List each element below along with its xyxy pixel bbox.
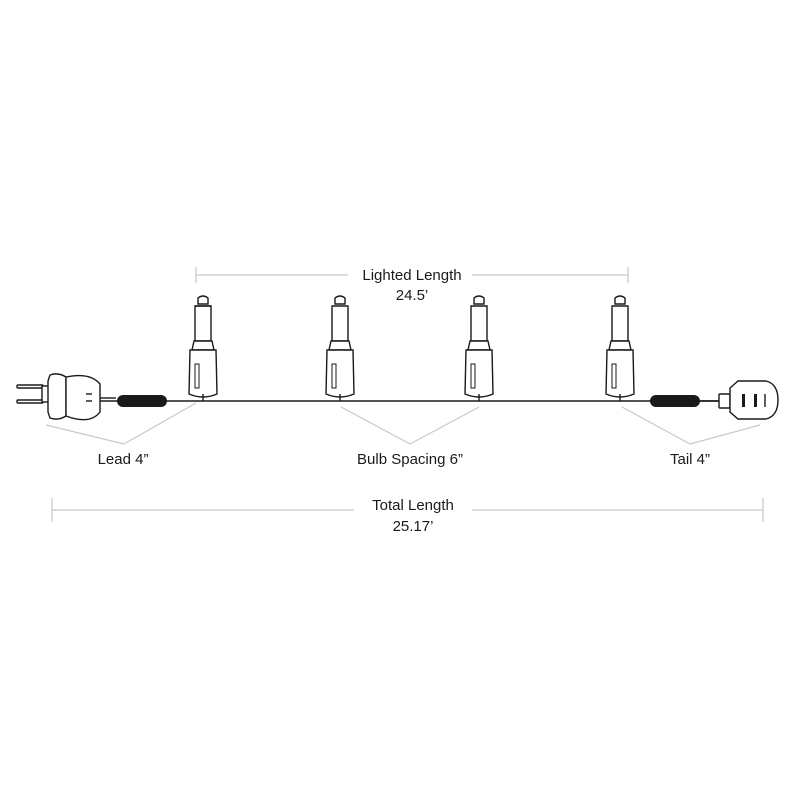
total-length-dimension xyxy=(51,498,764,522)
bulb-3 xyxy=(464,295,494,401)
bulb-icon xyxy=(464,295,494,401)
tail-callout xyxy=(621,406,761,445)
bulb-icon xyxy=(605,295,635,401)
tail-sleeve xyxy=(650,395,700,407)
male-plug-icon xyxy=(16,373,116,421)
total-length-label: Total Length xyxy=(372,497,454,514)
lighted-length-dimension xyxy=(195,267,629,283)
lighted-length-value: 24.5’ xyxy=(396,287,429,304)
lead-label: Lead 4” xyxy=(98,451,149,468)
bulb-2 xyxy=(325,295,355,401)
lighted-length-label: Lighted Length xyxy=(362,267,461,284)
bulb-4 xyxy=(605,295,635,401)
bulb-1 xyxy=(188,295,218,401)
bulb-icon xyxy=(325,295,355,401)
female-plug-icon xyxy=(700,380,779,420)
bulb-icon xyxy=(188,295,218,401)
bulb-spacing-callout xyxy=(340,406,480,445)
lead-sleeve xyxy=(117,395,167,407)
tail-label: Tail 4” xyxy=(670,451,710,468)
lead-callout xyxy=(45,402,197,445)
total-length-value: 25.17’ xyxy=(393,518,434,535)
bulb-spacing-label: Bulb Spacing 6” xyxy=(357,451,463,468)
